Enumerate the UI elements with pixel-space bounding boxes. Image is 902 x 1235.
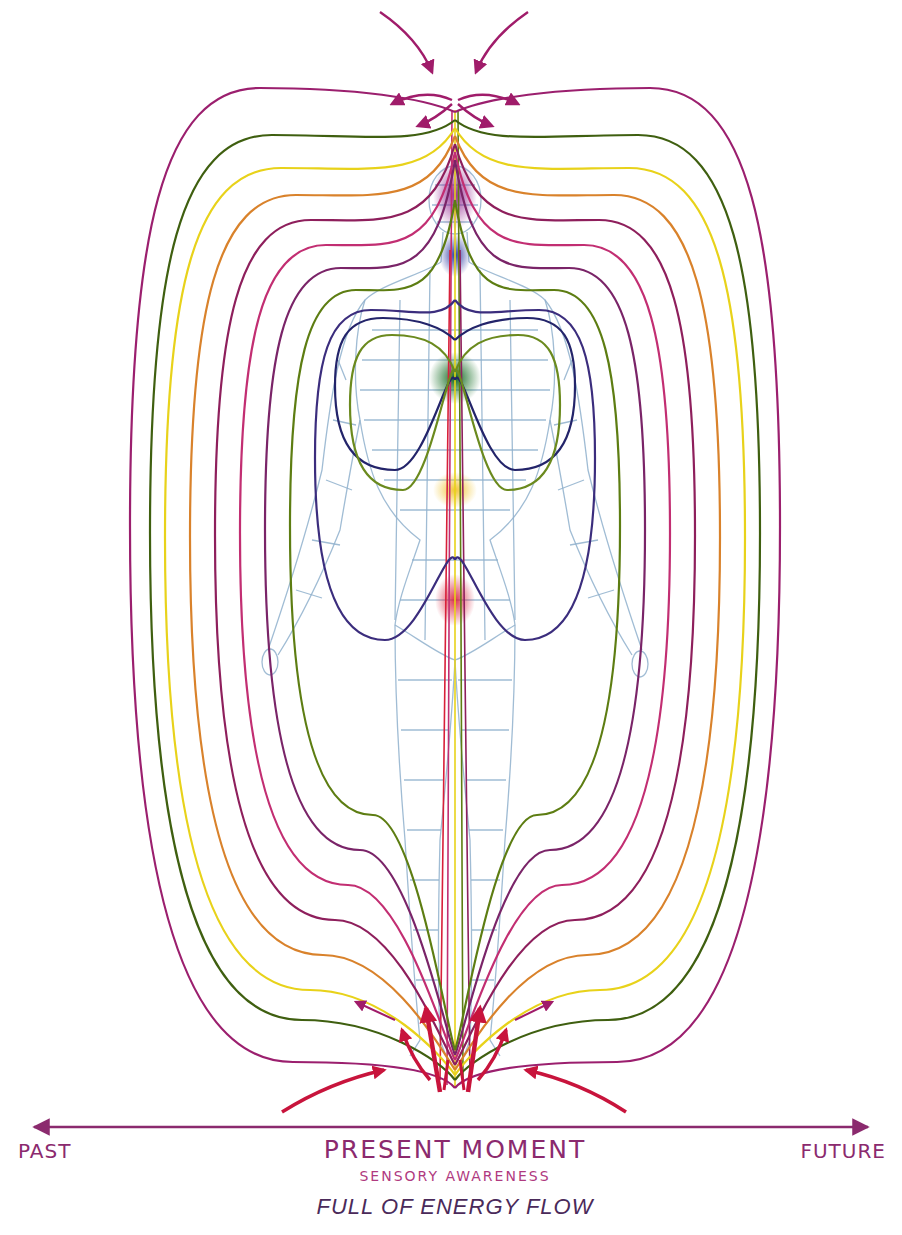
top-flow-arrows-part — [476, 12, 528, 72]
bottom-flow-arrows-part — [282, 1070, 384, 1112]
central-channel-part — [454, 110, 456, 1088]
bottom-flow-arrows-part — [402, 1030, 430, 1080]
human-figure-part — [268, 300, 365, 650]
field-loops-part — [455, 88, 780, 1088]
field-loops — [455, 88, 780, 1088]
field-loops-part — [455, 120, 760, 1080]
top-flow-arrows — [380, 12, 528, 126]
top-flow-arrows-part — [458, 104, 492, 126]
field-loops-part — [455, 128, 745, 1075]
central-channel — [440, 110, 470, 1088]
field-loops-part — [455, 136, 720, 1070]
top-flow-arrows-part — [418, 104, 452, 126]
bottom-flow-arrows-part — [478, 1030, 506, 1080]
top-flow-arrows-part — [392, 95, 452, 104]
top-flow-arrows-part — [380, 12, 432, 72]
central-channel-part — [460, 250, 470, 1080]
human-figure-part — [545, 300, 642, 650]
time-label: FUTURE — [800, 1140, 886, 1163]
field-loops-part — [455, 152, 670, 1060]
bottom-flow-arrows-part — [526, 1070, 626, 1112]
time-label: PAST — [18, 1140, 71, 1163]
field-loops-part — [455, 200, 620, 1050]
field-loops-part — [455, 144, 695, 1065]
central-channel-part — [440, 250, 450, 1080]
field-loops-part — [455, 160, 645, 1055]
axis-heading: PRESENT MOMENT — [324, 1136, 586, 1165]
field-loops-mirror — [130, 88, 455, 1088]
bottom-flow-arrows-part — [515, 1002, 552, 1020]
bottom-flow-arrows — [282, 1002, 626, 1112]
field-loops-part — [455, 300, 595, 640]
axis-subheading: SENSORY AWARENESS — [359, 1168, 550, 1184]
bottom-flow-arrows-part — [356, 1002, 395, 1020]
top-flow-arrows-part — [458, 95, 518, 104]
bottom-flow-arrows-part — [444, 1060, 464, 1090]
handwritten-note: FULL OF ENERGY FLOW — [317, 1194, 594, 1219]
field-loops-part — [455, 318, 575, 470]
field-loops-part — [455, 335, 560, 490]
timeline-arrow — [34, 1126, 868, 1129]
